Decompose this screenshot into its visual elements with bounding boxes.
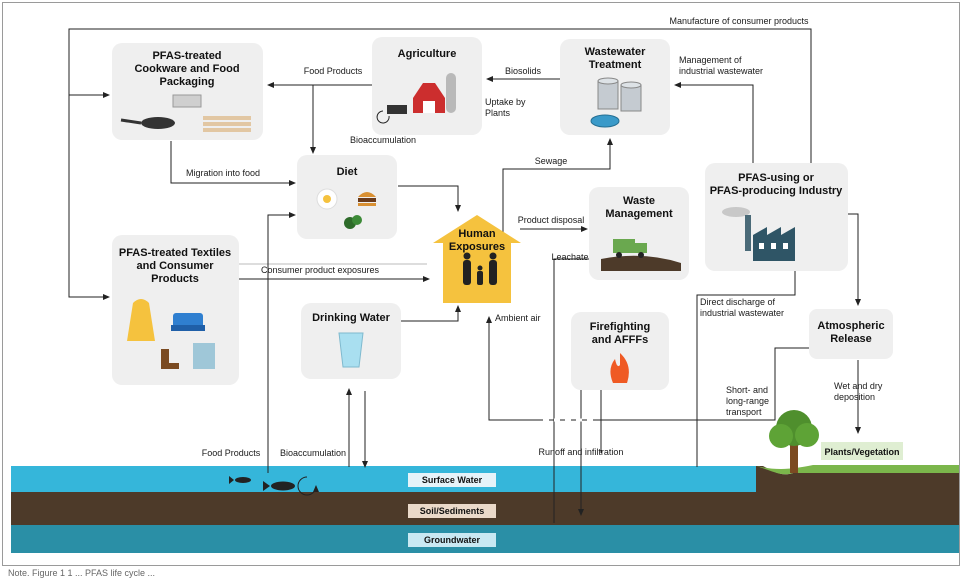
industry-atmospheric-arrow: [848, 213, 861, 306]
firefighting-title-1: Firefighting: [590, 321, 651, 333]
grass: [756, 465, 959, 475]
industry-box: PFAS-using or PFAS-producing Industry: [705, 163, 848, 271]
diet-box: Diet: [297, 155, 397, 239]
mgmt-wastewater-arrow: [674, 82, 754, 163]
house-icon: [433, 215, 521, 303]
drinking-water-title: Drinking Water: [312, 312, 391, 324]
human-title-1: Human: [458, 228, 496, 240]
treatment-tank-icon: [590, 77, 642, 128]
textiles-title-2: and Consumer: [136, 260, 214, 272]
waste-title-1: Waste: [623, 195, 655, 207]
figure-note: Note. Figure 1 1 ... PFAS life cycle ...: [8, 568, 156, 578]
diagram-frame: Plants/Vegetation Surface Water Soil/Sed…: [2, 2, 960, 566]
tree-icon: [769, 410, 819, 473]
surface-water-band: [11, 466, 756, 492]
agriculture-title: Agriculture: [398, 48, 457, 60]
manufacture-line: [68, 28, 812, 300]
plants-label-bg: [821, 442, 903, 460]
short-long-label-3: transport: [726, 407, 762, 417]
cookware-icon: [120, 94, 251, 132]
bioaccumulation-top-label: Bioaccumulation: [350, 135, 416, 145]
consumer-goods-icon: [127, 299, 215, 369]
mgmt-wastewater-label-2: industrial wastewater: [679, 66, 763, 76]
wet-dry-label-1: Wet and dry: [834, 381, 883, 391]
fire-icon: [610, 353, 629, 383]
drinking-human-arrow: [401, 305, 461, 322]
product-disposal-label: Product disposal: [518, 215, 585, 225]
diet-human-arrow: [398, 185, 461, 212]
sewage-arrow: [502, 138, 613, 239]
cookware-title-1: PFAS-treated: [152, 50, 221, 62]
land-slope: [756, 466, 959, 492]
cycle-icon: [297, 476, 319, 496]
uptake-label-2: Plants: [485, 108, 511, 118]
factory-icon: [722, 207, 795, 261]
food-products-bottom-label: Food Products: [202, 448, 261, 458]
atmospheric-title-1: Atmospheric: [817, 320, 884, 332]
migration-arrow: [170, 141, 296, 186]
connectors: Manufacture of consumer products Food Pr…: [68, 16, 883, 523]
pfas-diagram: Plants/Vegetation Surface Water Soil/Sed…: [11, 16, 959, 553]
food-products-top-label: Food Products: [304, 66, 363, 76]
short-long-label-1: Short- and: [726, 385, 768, 395]
industry-title-2: PFAS-producing Industry: [710, 185, 843, 197]
industry-title-1: PFAS-using or: [738, 172, 815, 184]
migration-label: Migration into food: [186, 168, 260, 178]
human-exposures: Human Exposures: [433, 215, 521, 303]
uptake-label-1: Uptake by: [485, 97, 526, 107]
glass-icon: [338, 332, 364, 368]
surface-water-label: Surface Water: [422, 475, 483, 485]
cookware-box: PFAS-treated Cookware and Food Packaging: [112, 43, 263, 140]
drinking-water-box: Drinking Water: [301, 303, 401, 379]
ambient-air-label: Ambient air: [495, 313, 541, 323]
runoff-label: Runoff and infiltration: [539, 447, 624, 457]
groundwater-label: Groundwater: [424, 535, 481, 545]
firefighting-title-2: and AFFFs: [592, 334, 648, 346]
atmospheric-title-2: Release: [830, 333, 872, 345]
cookware-title-2: Cookware and Food: [134, 63, 239, 75]
food-products-bottom-arrow: [267, 212, 296, 473]
direct-discharge-line: [696, 271, 796, 467]
surface-water-label-bg: [408, 473, 496, 487]
ambient-air-arrow: [486, 316, 809, 421]
firefighting-box: Firefighting and AFFFs: [571, 312, 669, 390]
sewage-label: Sewage: [535, 156, 568, 166]
direct-discharge-label-1: Direct discharge of: [700, 297, 776, 307]
textiles-box: PFAS-treated Textiles and Consumer Produ…: [112, 235, 239, 385]
wastewater-title-2: Treatment: [589, 59, 642, 71]
human-title-2: Exposures: [449, 241, 505, 253]
landfill-truck-icon: [601, 239, 681, 271]
groundwater-label-bg: [408, 533, 496, 547]
plants-vegetation-label: Plants/Vegetation: [824, 447, 899, 457]
waste-title-2: Management: [605, 208, 673, 220]
leachate-line: [553, 258, 589, 523]
atmospheric-box: Atmospheric Release: [809, 309, 893, 359]
direct-discharge-label-2: industrial wastewater: [700, 308, 784, 318]
soil-sediments-label: Soil/Sediments: [420, 506, 485, 516]
textiles-title-1: PFAS-treated Textiles: [119, 247, 231, 259]
agriculture-box: Agriculture: [372, 37, 482, 135]
soil-label-bg: [408, 504, 496, 518]
consumer-exposure-label: Consumer product exposures: [261, 265, 380, 275]
waste-box: Waste Management: [589, 187, 689, 280]
textiles-title-3: Products: [151, 273, 199, 285]
food-icon: [316, 188, 376, 229]
wet-dry-label-2: deposition: [834, 392, 875, 402]
barn-icon: [376, 73, 456, 124]
family-icon: [463, 252, 497, 285]
mgmt-wastewater-label-1: Management of: [679, 55, 742, 65]
biosolids-label: Biosolids: [505, 66, 542, 76]
bioaccumulation-bottom-label: Bioaccumulation: [280, 448, 346, 458]
landscape: Plants/Vegetation Surface Water Soil/Sed…: [11, 410, 959, 553]
diet-title: Diet: [337, 166, 358, 178]
leachate-label: Leachate: [551, 252, 588, 262]
wastewater-title-1: Wastewater: [585, 46, 646, 58]
manufacture-label: Manufacture of consumer products: [669, 16, 809, 26]
short-long-label-2: long-range: [726, 396, 769, 406]
fish-icon: [229, 476, 295, 491]
wastewater-box: Wastewater Treatment: [560, 39, 670, 135]
cookware-title-3: Packaging: [159, 76, 214, 88]
